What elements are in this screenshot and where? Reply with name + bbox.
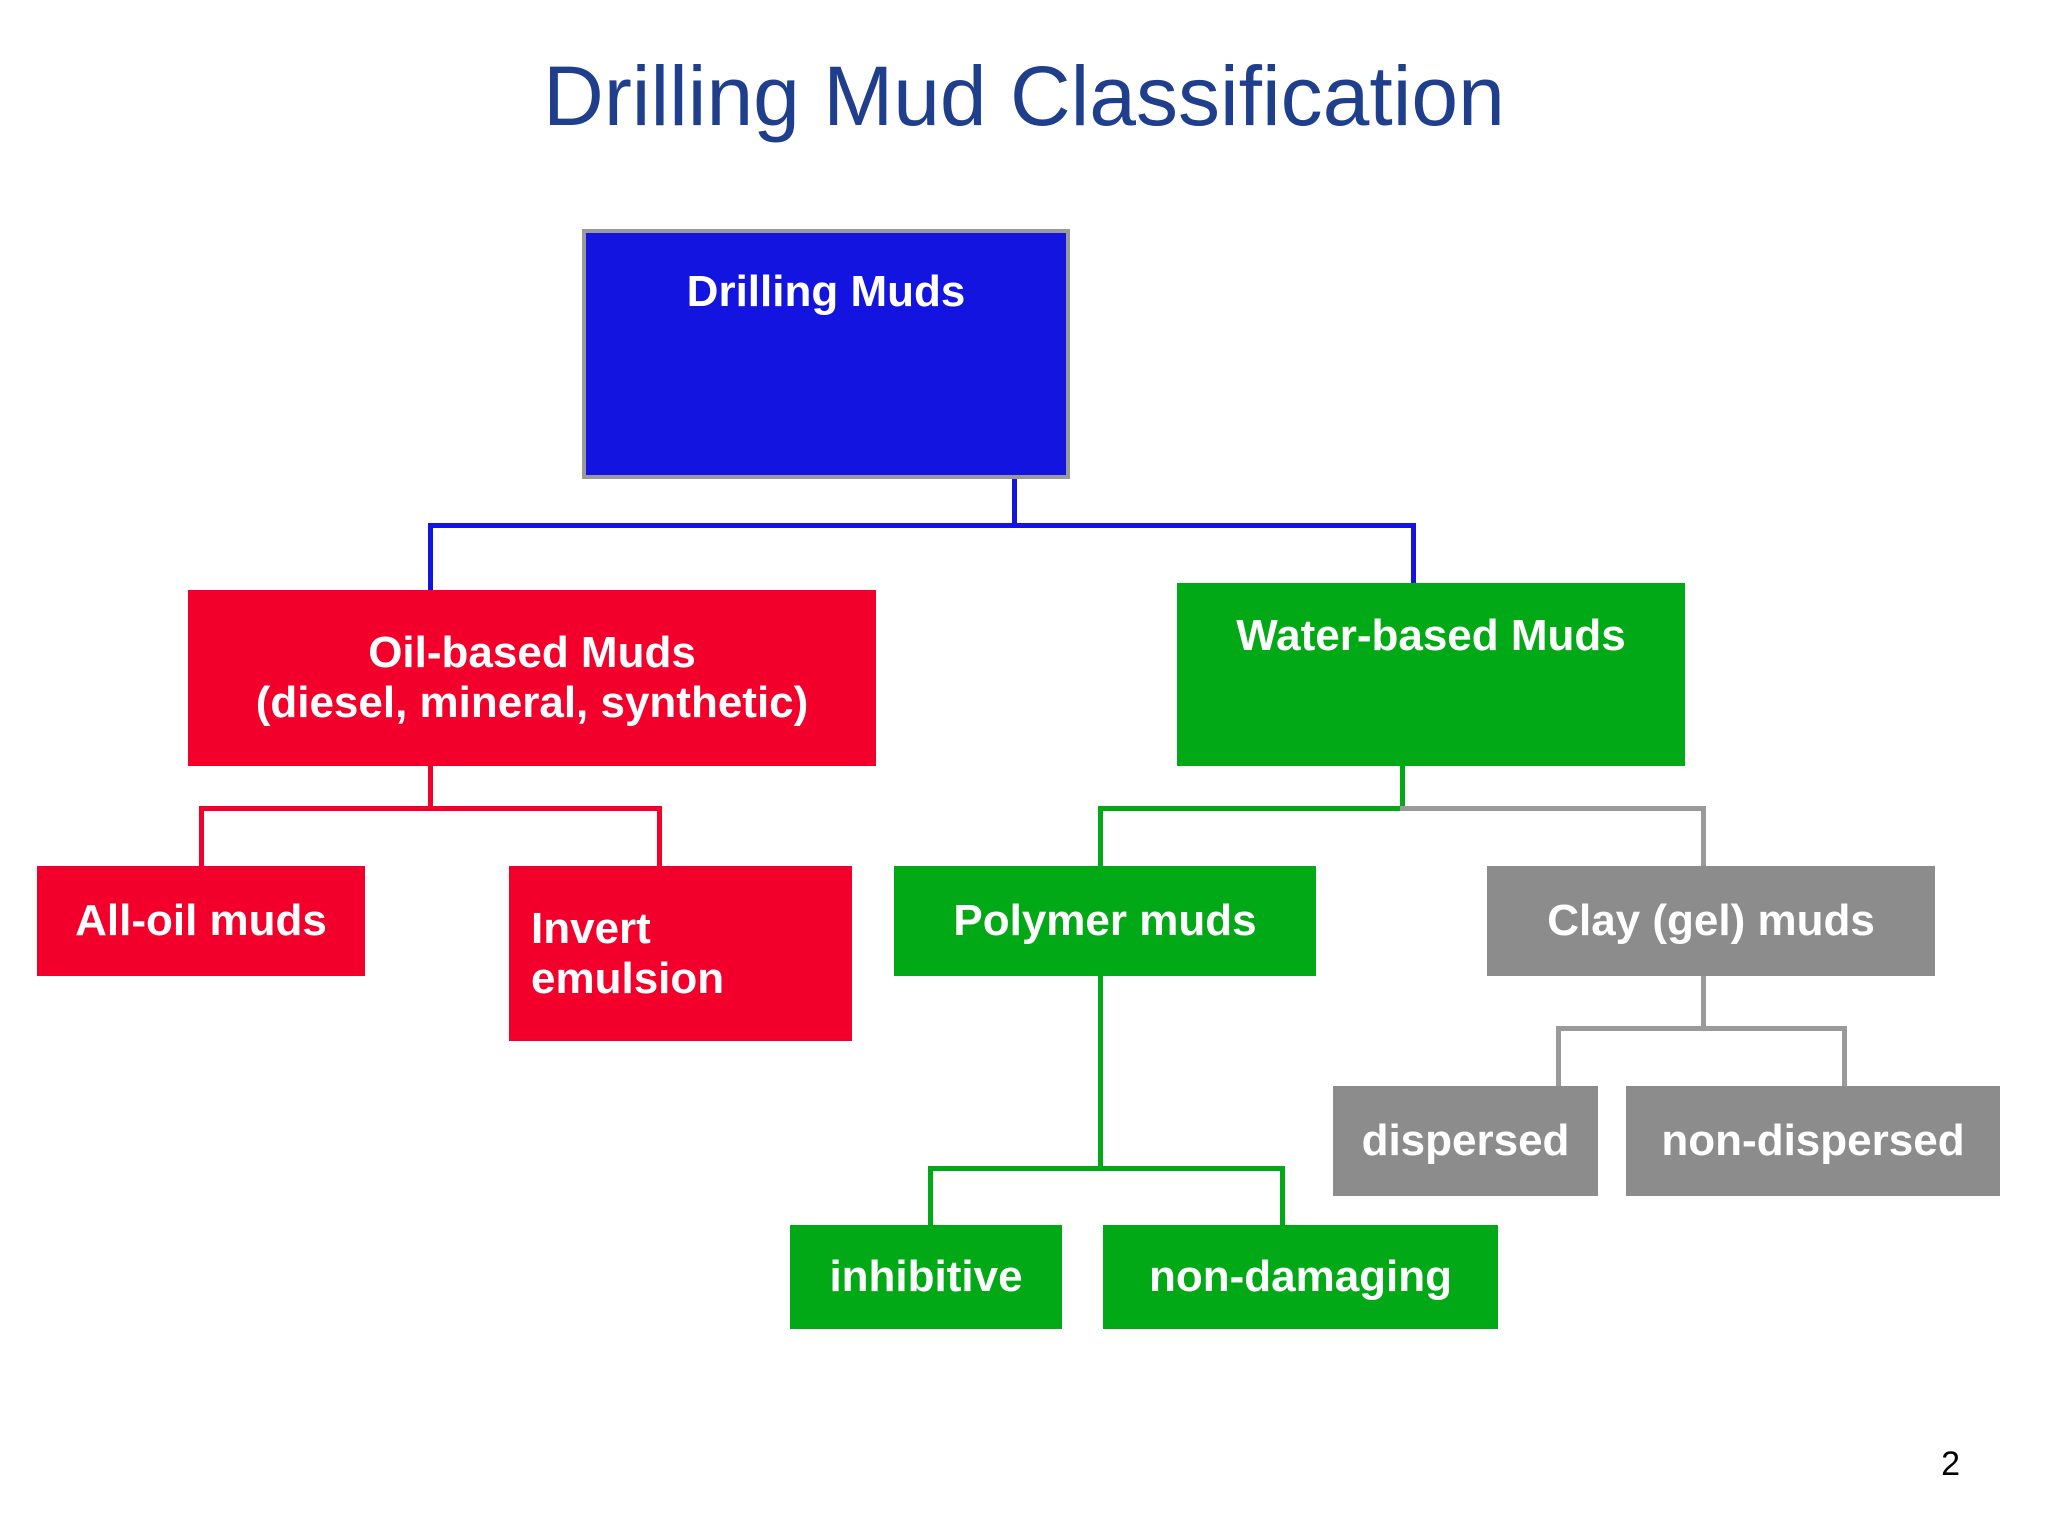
edge-water-bus-right (1400, 806, 1706, 811)
edge-polymer-to-nondamaging (1280, 1166, 1285, 1226)
edge-oil-to-alloil (199, 806, 204, 866)
node-non-damaging[interactable]: non-damaging (1103, 1225, 1498, 1329)
edge-clay-stem (1701, 975, 1706, 1029)
edge-clay-bus (1556, 1026, 1846, 1031)
edge-polymer-to-inhibitive (928, 1166, 933, 1226)
edge-water-stem (1400, 765, 1405, 809)
node-water-based-muds[interactable]: Water-based Muds (1177, 583, 1685, 766)
node-polymer-muds[interactable]: Polymer muds (894, 866, 1316, 976)
edge-root-stem (1012, 478, 1017, 525)
edge-polymer-stem (1098, 975, 1103, 1169)
node-clay-gel-muds[interactable]: Clay (gel) muds (1487, 866, 1935, 976)
node-drilling-muds[interactable]: Drilling Muds (582, 229, 1070, 479)
edge-polymer-bus (928, 1166, 1284, 1171)
edge-oil-stem (428, 765, 433, 809)
edge-clay-to-nondispersed (1842, 1026, 1847, 1086)
page-title: Drilling Mud Classification (543, 49, 1505, 143)
edge-water-bus-left (1098, 806, 1405, 811)
node-inhibitive[interactable]: inhibitive (790, 1225, 1062, 1329)
node-dispersed[interactable]: dispersed (1333, 1086, 1598, 1196)
edge-clay-to-dispersed (1556, 1026, 1561, 1086)
edge-root-to-water (1411, 523, 1416, 585)
edge-root-to-oil (428, 523, 433, 593)
edge-oil-to-invert (657, 806, 662, 866)
edge-root-bus (428, 523, 1416, 528)
edge-water-to-polymer (1098, 806, 1103, 866)
node-oil-based-muds[interactable]: Oil-based Muds (diesel, mineral, synthet… (188, 590, 876, 766)
edge-oil-bus (199, 806, 661, 811)
node-all-oil-muds[interactable]: All-oil muds (37, 866, 365, 976)
node-non-dispersed[interactable]: non-dispersed (1626, 1086, 2000, 1196)
edge-water-to-clay (1701, 806, 1706, 866)
page-number: 2 (1941, 1445, 1960, 1483)
node-invert-emulsion[interactable]: Invert emulsion (509, 866, 852, 1041)
